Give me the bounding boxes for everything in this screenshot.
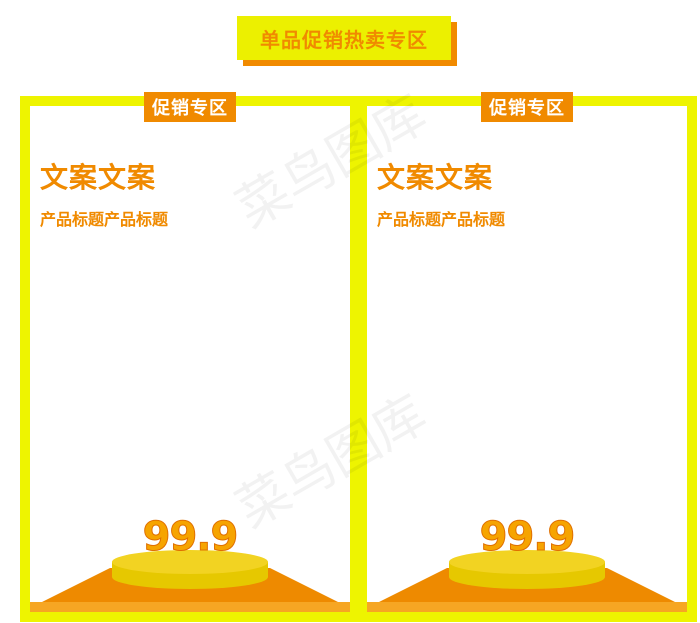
price-label: 99.9 — [142, 514, 239, 561]
hot-sale-banner: 单品促销热卖专区 — [237, 16, 457, 66]
promo-card-tab: 促销专区 — [481, 92, 573, 122]
price-label: 99.9 — [479, 514, 576, 561]
banner-label: 单品促销热卖专区 — [237, 16, 451, 60]
promo-card-title: 文案文案 — [40, 161, 157, 194]
promo-card-2[interactable]: 促销专区 文案文案 产品标题产品标题 99.9 — [357, 92, 697, 622]
podium-icon — [367, 550, 687, 612]
promo-card-subtitle: 产品标题产品标题 — [377, 210, 506, 229]
promo-card-tab: 促销专区 — [144, 92, 236, 122]
promo-card-1[interactable]: 促销专区 文案文案 产品标题产品标题 99.9 — [20, 92, 360, 622]
promo-card-subtitle: 产品标题产品标题 — [40, 210, 169, 229]
promo-card-title: 文案文案 — [377, 161, 494, 194]
podium-icon — [30, 550, 350, 612]
